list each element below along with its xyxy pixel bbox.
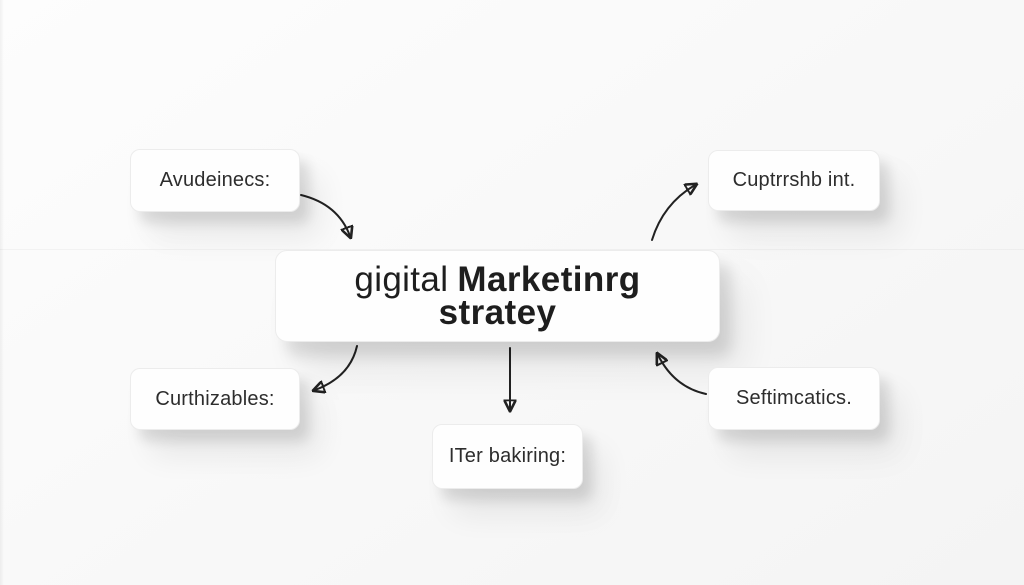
node-bottom-center: ITer bakiring:	[432, 424, 583, 489]
arrow-center-to-top-right	[651, 185, 695, 241]
node-top-right-label: Cuptrrshb int.	[732, 169, 856, 191]
node-top-right: Cuptrrshb int.	[708, 150, 880, 211]
node-bottom-left: Curthizables:	[130, 368, 300, 430]
node-bottom-center-label: ITer bakiring:	[448, 445, 567, 467]
arrow-top-left-to-center	[300, 194, 350, 236]
node-bottom-right-label: Seftimcatics.	[736, 387, 852, 409]
left-edge-shade	[0, 0, 4, 585]
arrow-center-to-bottom-left	[315, 345, 358, 390]
center-title-word-light: gigital	[354, 260, 449, 299]
arrow-bottom-right-to-center	[658, 355, 707, 395]
center-title-word-bold: Marketinrg	[457, 260, 641, 299]
node-bottom-right: Seftimcatics.	[708, 367, 880, 430]
node-top-left: Avudeinecs:	[130, 149, 300, 212]
node-bottom-left-label: Curthizables:	[155, 387, 275, 410]
center-title-line2: stratey	[438, 293, 557, 332]
node-top-left-label: Avudeinecs:	[159, 169, 271, 191]
